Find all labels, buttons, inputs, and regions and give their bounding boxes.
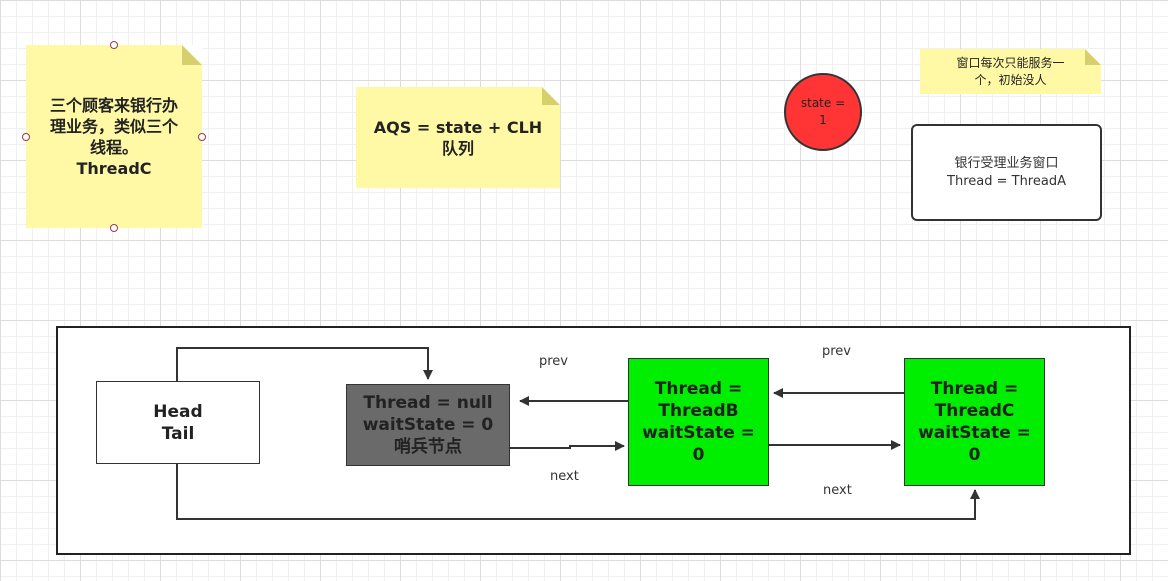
head-to-sentinel-connector[interactable] bbox=[176, 347, 433, 381]
window-note-text: 窗口每次只能服务一 个，初始没人 bbox=[956, 55, 1064, 89]
note-line: 窗口每次只能服务一 bbox=[956, 55, 1065, 70]
note-line: 线程。 bbox=[89, 137, 138, 157]
threadc-line: Thread = bbox=[930, 379, 1019, 399]
threadc-node[interactable]: Thread = ThreadC waitState = 0 bbox=[904, 358, 1045, 486]
threadb-line: waitState = bbox=[642, 423, 755, 443]
note-fold bbox=[1085, 49, 1101, 65]
sentinel-text: Thread = null waitState = 0 哨兵节点 bbox=[363, 392, 494, 458]
resize-handle-right[interactable] bbox=[198, 133, 206, 141]
threadb-text: Thread = ThreadB waitState = 0 bbox=[642, 378, 755, 466]
threadb-line: ThreadB bbox=[658, 401, 739, 421]
sentinel-next-connector[interactable] bbox=[510, 441, 625, 451]
bank-window-title: 银行受理业务窗口 bbox=[954, 155, 1059, 171]
resize-handle-left[interactable] bbox=[22, 133, 30, 141]
state-value: 1 bbox=[819, 113, 827, 127]
aqs-note[interactable]: AQS = state + CLH 队列 bbox=[356, 87, 560, 188]
customers-note-text: 三个顾客来银行办 理业务，类似三个 线程。 ThreadC bbox=[50, 95, 178, 179]
threadc-line: ThreadC bbox=[934, 401, 1015, 421]
note-line: 队列 bbox=[441, 138, 474, 158]
threadc-text: Thread = ThreadC waitState = 0 bbox=[918, 378, 1031, 466]
next-label: next bbox=[823, 483, 852, 498]
note-line: 三个顾客来银行办 bbox=[49, 95, 178, 115]
state-circle-text: state = 1 bbox=[801, 95, 845, 129]
threadb-line: 0 bbox=[692, 445, 705, 465]
threadc-line: 0 bbox=[968, 445, 981, 465]
bank-window-text: 银行受理业务窗口 Thread = ThreadA bbox=[947, 155, 1066, 191]
sentinel-thread: Thread = null bbox=[363, 393, 493, 413]
note-line: AQS = state + CLH bbox=[373, 117, 543, 137]
head-tail-text: Head Tail bbox=[153, 401, 202, 445]
sentinel-node[interactable]: Thread = null waitState = 0 哨兵节点 bbox=[346, 384, 510, 466]
bank-window-box[interactable]: 银行受理业务窗口 Thread = ThreadA bbox=[911, 124, 1102, 221]
note-line: 理业务，类似三个 bbox=[49, 116, 178, 136]
tail-to-threadc-connector[interactable] bbox=[176, 463, 980, 520]
resize-handle-top[interactable] bbox=[110, 41, 118, 49]
tail-label: Tail bbox=[161, 423, 195, 444]
note-line: ThreadC bbox=[76, 158, 152, 178]
threadb-line: Thread = bbox=[654, 379, 743, 399]
prev-label: prev bbox=[539, 354, 569, 369]
customers-note[interactable]: 三个顾客来银行办 理业务，类似三个 线程。 ThreadC bbox=[22, 41, 206, 232]
bank-window-thread: Thread = ThreadA bbox=[947, 173, 1066, 189]
state-circle[interactable]: state = 1 bbox=[784, 73, 862, 151]
aqs-note-text: AQS = state + CLH 队列 bbox=[374, 117, 542, 159]
head-tail-node[interactable]: Head Tail bbox=[96, 381, 260, 464]
state-label: state = bbox=[800, 96, 846, 110]
threadc-line: waitState = bbox=[918, 423, 1031, 443]
sentinel-label: 哨兵节点 bbox=[393, 437, 462, 457]
note-line: 个，初始没人 bbox=[974, 72, 1047, 87]
resize-handle-bottom[interactable] bbox=[110, 224, 118, 232]
next-label: next bbox=[550, 469, 579, 484]
note-fold bbox=[542, 87, 560, 105]
head-label: Head bbox=[153, 401, 203, 422]
prev-label: prev bbox=[822, 344, 852, 359]
note-fold bbox=[182, 45, 202, 65]
threadb-node[interactable]: Thread = ThreadB waitState = 0 bbox=[628, 358, 769, 486]
window-note[interactable]: 窗口每次只能服务一 个，初始没人 bbox=[920, 49, 1101, 94]
sentinel-waitstate: waitState = 0 bbox=[362, 415, 494, 435]
